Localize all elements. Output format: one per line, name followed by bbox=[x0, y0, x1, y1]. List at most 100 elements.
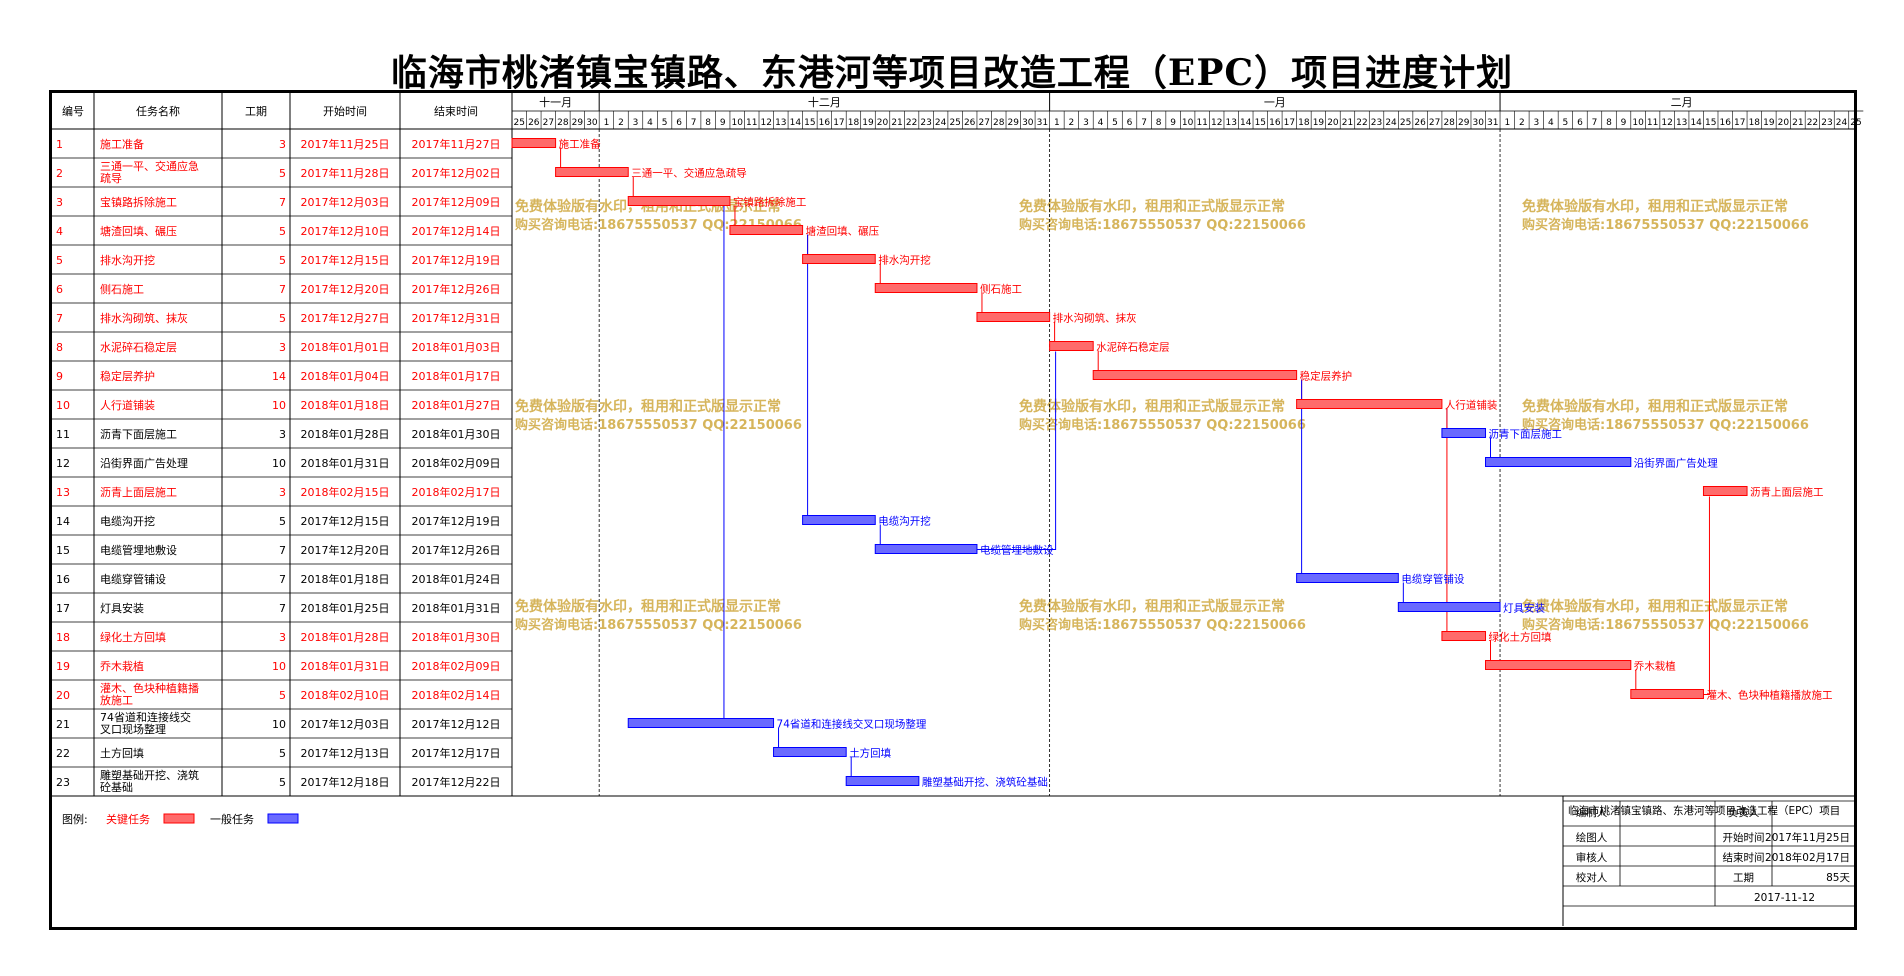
dependency-link bbox=[1703, 496, 1710, 695]
task-name: 排水沟开挖 bbox=[100, 253, 155, 267]
task-bar[interactable] bbox=[773, 747, 847, 757]
task-bar[interactable] bbox=[976, 312, 1051, 322]
day-tick-label: 25 bbox=[1400, 118, 1411, 128]
task-bar[interactable] bbox=[874, 544, 978, 554]
task-bar[interactable] bbox=[555, 167, 629, 177]
task-name: 雕塑基础开挖、浇筑 bbox=[100, 768, 199, 782]
day-tick-label: 23 bbox=[1821, 118, 1832, 128]
day-tick-label: 24 bbox=[1385, 118, 1397, 128]
day-tick-label: 3 bbox=[633, 118, 639, 128]
day-tick-label: 20 bbox=[1327, 118, 1339, 128]
info-cell: 编制人 bbox=[1576, 806, 1608, 819]
day-tick-label: 30 bbox=[586, 118, 598, 128]
task-bar[interactable] bbox=[1485, 457, 1632, 467]
day-tick-label: 27 bbox=[978, 118, 989, 128]
task-end: 2017年12月22日 bbox=[412, 775, 501, 789]
task-bar[interactable] bbox=[1296, 399, 1443, 409]
task-name: 电缆穿管铺设 bbox=[100, 572, 166, 586]
task-bar-label: 雕塑基础开挖、浇筑砼基础 bbox=[922, 776, 1048, 789]
day-tick-label: 21 bbox=[1342, 118, 1353, 128]
task-bar[interactable] bbox=[802, 254, 876, 264]
task-id: 14 bbox=[56, 515, 70, 528]
task-bar-label: 电缆管埋地敷设 bbox=[980, 544, 1054, 557]
task-bar[interactable] bbox=[1049, 341, 1094, 351]
task-end: 2018年01月17日 bbox=[412, 369, 501, 383]
info-box: 临海市桃渚镇宝镇路、东港河等项目改造工程（EPC）项目编制人负责人绘图人开始时间… bbox=[1562, 796, 1854, 926]
task-id: 19 bbox=[56, 660, 70, 673]
task-name: 稳定层养护 bbox=[100, 369, 155, 383]
task-bar[interactable] bbox=[627, 718, 775, 728]
task-bar[interactable] bbox=[627, 196, 731, 206]
task-bar[interactable] bbox=[1397, 602, 1501, 612]
day-tick-label: 29 bbox=[1458, 118, 1470, 128]
task-bar[interactable] bbox=[1702, 486, 1748, 496]
day-tick-label: 11 bbox=[1647, 118, 1658, 128]
task-bar[interactable] bbox=[1441, 631, 1487, 641]
task-bar[interactable] bbox=[874, 283, 978, 293]
task-name: 沥青上面层施工 bbox=[100, 486, 177, 499]
task-start: 2017年12月27日 bbox=[301, 311, 390, 325]
task-bar-label: 电缆穿管铺设 bbox=[1401, 573, 1464, 586]
info-cell: 2017年11月25日 bbox=[1765, 831, 1850, 844]
task-duration: 5 bbox=[279, 776, 286, 789]
task-name: 土方回填 bbox=[100, 746, 144, 760]
day-tick-label: 9 bbox=[1621, 118, 1627, 128]
task-bar[interactable] bbox=[1441, 428, 1487, 438]
task-bar-label: 绿化土方回填 bbox=[1489, 631, 1552, 644]
task-bar[interactable] bbox=[511, 138, 557, 148]
task-bars: 施工准备三通一平、交通应急疏导宝镇路拆除施工塘渣回填、碾压排水沟开挖侧石施工排水… bbox=[511, 138, 1832, 789]
day-tick-label: 20 bbox=[1778, 118, 1790, 128]
task-name: 施工准备 bbox=[100, 137, 144, 151]
task-bar[interactable] bbox=[802, 515, 876, 525]
task-duration: 5 bbox=[279, 225, 286, 238]
day-tick-label: 9 bbox=[720, 118, 726, 128]
task-name: 人行道铺装 bbox=[100, 398, 155, 412]
task-bar[interactable] bbox=[1092, 370, 1298, 380]
task-bar-label: 水泥碎石稳定层 bbox=[1096, 341, 1170, 354]
dependency-link bbox=[976, 351, 1057, 550]
day-tick-label: 17 bbox=[833, 118, 844, 128]
day-tick-label: 12 bbox=[1211, 118, 1222, 128]
task-bar[interactable] bbox=[729, 225, 804, 235]
watermark-text: 免费体验版有水印，租用和正式版显示正常 bbox=[515, 398, 781, 415]
task-bar-label: 侧石施工 bbox=[980, 283, 1022, 296]
task-duration: 5 bbox=[279, 515, 286, 528]
task-bar[interactable] bbox=[1485, 660, 1632, 670]
day-tick-label: 28 bbox=[1443, 118, 1455, 128]
day-tick-label: 2 bbox=[1069, 118, 1075, 128]
legend-swatch bbox=[163, 813, 195, 824]
day-tick-label: 15 bbox=[1255, 118, 1266, 128]
task-bar[interactable] bbox=[1296, 573, 1399, 583]
task-bar[interactable] bbox=[845, 776, 920, 786]
watermark-text: 免费体验版有水印，租用和正式版显示正常 bbox=[1019, 398, 1285, 415]
watermark-text: 免费体验版有水印，租用和正式版显示正常 bbox=[1522, 398, 1788, 415]
task-duration: 5 bbox=[279, 689, 286, 702]
task-start: 2017年12月10日 bbox=[301, 224, 390, 238]
task-bar-label: 人行道铺装 bbox=[1445, 399, 1498, 412]
task-bar[interactable] bbox=[1630, 689, 1704, 699]
